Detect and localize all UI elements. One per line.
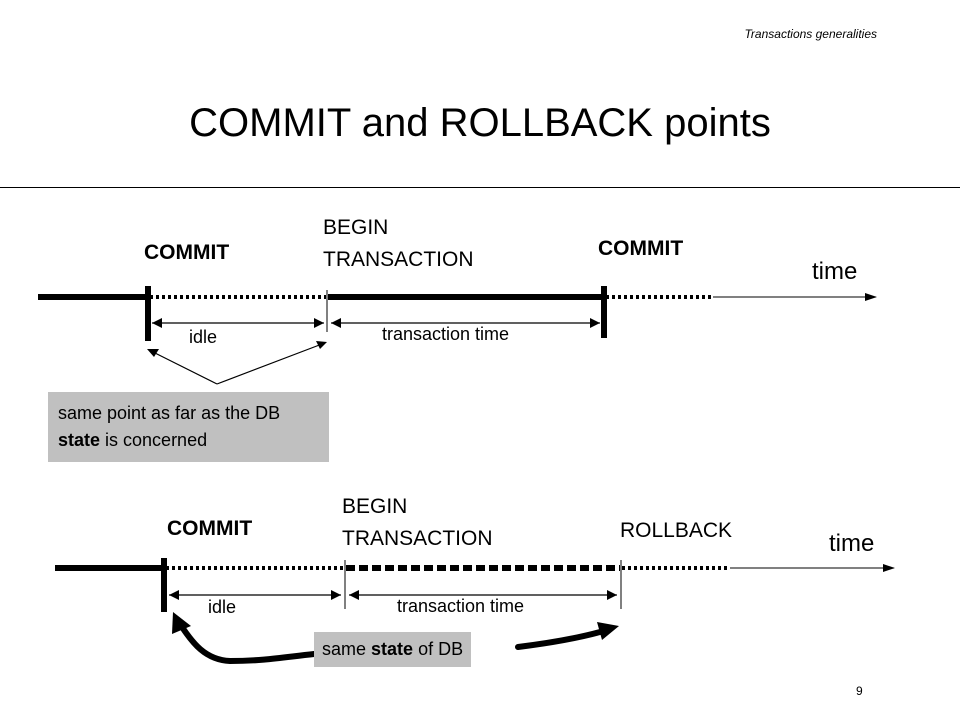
- d2-note-text-2: of DB: [413, 639, 464, 659]
- d2-transaction-span-arrow-right: [607, 590, 617, 600]
- title-divider: [0, 187, 960, 188]
- d2-transaction-span-arrow-left: [349, 590, 359, 600]
- d1-pointer-right-head: [316, 341, 327, 349]
- d1-note-text-1: same point as far as the DB: [58, 403, 281, 423]
- d1-time-label: time: [812, 258, 858, 285]
- d2-begin-transaction-label: BEGIN TRANSACTION: [342, 491, 493, 555]
- d1-pointer-left: [150, 350, 218, 385]
- d2-same-state-note: same state of DB: [314, 632, 472, 667]
- d2-curve-left: [179, 624, 317, 665]
- section-header: Transactions generalities: [744, 27, 877, 41]
- d1-idle-span-arrow-left: [152, 318, 162, 328]
- d1-same-point-note: same point as far as the DB state is con…: [48, 392, 329, 462]
- d1-transaction-span-arrow-left: [331, 318, 341, 328]
- d2-commit-label: COMMIT: [167, 517, 253, 540]
- d1-commit-left-label: COMMIT: [144, 241, 230, 264]
- d1-commit-right-label: COMMIT: [598, 237, 684, 260]
- d2-begin-line2: TRANSACTION: [342, 527, 493, 550]
- d2-idle-label: idle: [208, 597, 237, 617]
- d2-idle-span-arrow-left: [169, 590, 179, 600]
- d1-pointer-right: [216, 343, 323, 385]
- d1-begin-line2: TRANSACTION: [323, 248, 474, 271]
- d2-note-bold: state: [371, 639, 414, 659]
- d1-idle-span-arrow-right: [314, 318, 324, 328]
- d1-note-text-2: is concerned: [100, 430, 208, 450]
- d2-curve-right-head: [597, 622, 619, 640]
- d1-pointer-left-head: [147, 349, 159, 357]
- page-number: 9: [856, 684, 863, 698]
- d1-note-bold: state: [58, 430, 101, 450]
- d2-curve-left-head: [172, 612, 191, 634]
- slide-title: COMMIT and ROLLBACK points: [189, 101, 771, 145]
- d2-begin-line1: BEGIN: [342, 495, 408, 518]
- d1-begin-transaction-label: BEGIN TRANSACTION: [323, 212, 474, 276]
- d1-idle-label: idle: [189, 327, 218, 347]
- d1-begin-line1: BEGIN: [323, 216, 389, 239]
- d2-idle-span-arrow-right: [331, 590, 341, 600]
- d1-transaction-time-label: transaction time: [382, 324, 510, 344]
- d2-rollback-label: ROLLBACK: [620, 519, 733, 542]
- d1-transaction-span-arrow-right: [590, 318, 600, 328]
- d2-transaction-time-label: transaction time: [397, 596, 525, 616]
- d2-time-label: time: [829, 530, 875, 557]
- d2-curve-right: [515, 629, 603, 650]
- d2-note-text-1: same: [322, 639, 372, 659]
